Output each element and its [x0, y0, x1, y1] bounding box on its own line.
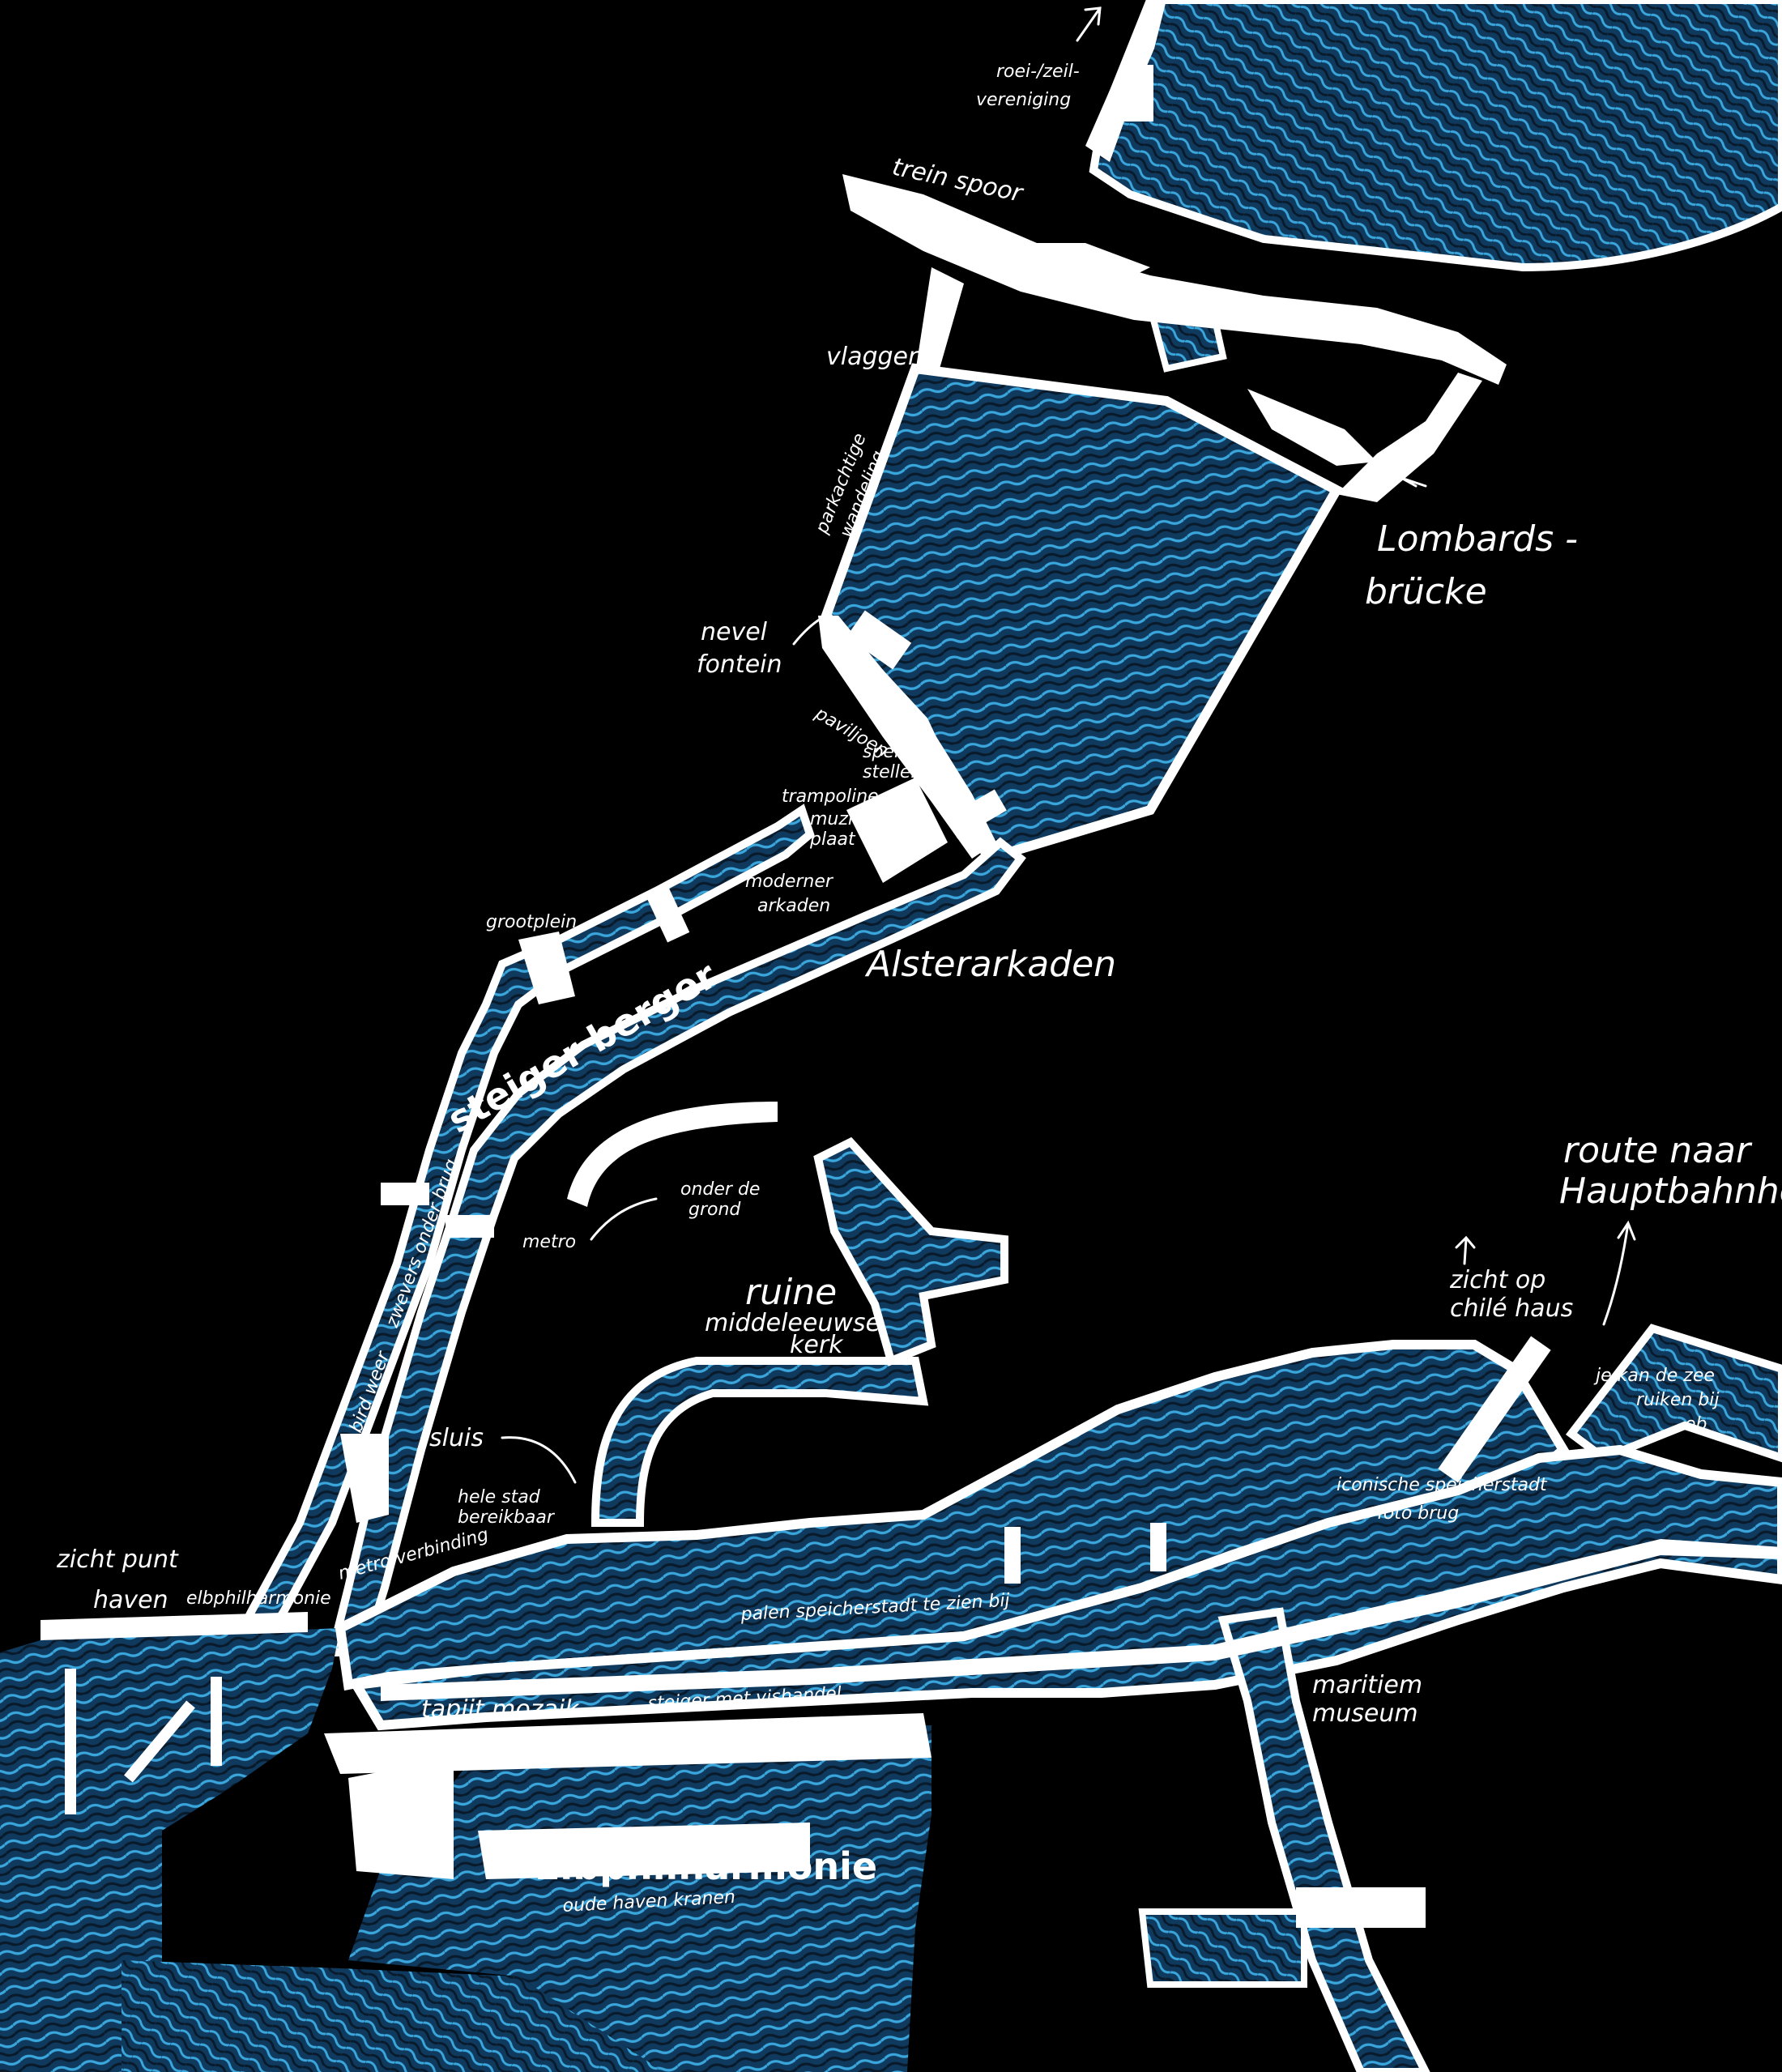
label-onder-de: onder de [680, 1179, 760, 1200]
rowing-club [1124, 65, 1153, 122]
label-ruine: ruine [745, 1272, 837, 1313]
church-canal [590, 1357, 929, 1527]
speicherstadt-canal [348, 1444, 1782, 1731]
arrow-metro-grond [590, 1197, 658, 1241]
east-shore-road [1336, 373, 1482, 502]
grootplein [518, 932, 575, 1004]
label-stellen: stellen [863, 762, 922, 782]
label-vlaggen: vlaggen [826, 343, 923, 371]
label-tapijt: tapijt mozaik [421, 1695, 580, 1724]
arrow-lombards [1399, 464, 1427, 488]
pier-3 [211, 1677, 222, 1766]
maritime-canal [1217, 1607, 1430, 2072]
label-moderner: moderner [745, 872, 834, 892]
arrow-sluis [501, 1436, 577, 1484]
bridge-a [945, 789, 1007, 839]
label-elbphil-small: elbphilharmonie [186, 1588, 331, 1609]
label-alsterarkaden: Alsterarkaden [864, 944, 1116, 985]
label-nevel: nevel [701, 618, 768, 646]
bridge-b [646, 888, 690, 943]
label-sluis: sluis [429, 1424, 484, 1452]
viewpoint-quay [40, 1612, 308, 1640]
arrow-north [1076, 6, 1102, 42]
bridge-c [381, 1183, 429, 1205]
speicherstadt-quay [381, 1539, 1782, 1701]
pavilion [846, 610, 912, 670]
label-spel: spel [863, 742, 899, 762]
label-brucke: brücke [1365, 571, 1487, 612]
bridge-island-2 [1247, 389, 1377, 466]
label-grond: grond [688, 1200, 741, 1220]
bridge-f [1004, 1527, 1021, 1584]
label-metro: metro [522, 1232, 576, 1252]
label-je-kan: je kan de zee [1593, 1366, 1715, 1386]
bridge-d [446, 1215, 494, 1238]
elbphil-pier [478, 1823, 810, 1879]
label-eb: eb [1685, 1414, 1707, 1435]
label-hele-stad: hele stad [458, 1487, 541, 1507]
label-plaat: plaat [809, 829, 856, 850]
bridge-road [915, 267, 964, 373]
alster-arcades [846, 778, 948, 883]
label-vereniging: vereniging [976, 90, 1071, 110]
label-route: route naar [1563, 1130, 1753, 1171]
bridge-e [1438, 1336, 1551, 1483]
label-middeleeuwse: middeleeuwse [705, 1309, 880, 1337]
label-haven: haven [93, 1586, 168, 1614]
elbe-lower [122, 1960, 664, 2072]
label-zichtpunt: zicht punt [56, 1545, 179, 1574]
label-elbphil: Elbphilharmonie [535, 1844, 877, 1888]
mosaic-pier [324, 1713, 932, 1774]
label-iconische: iconische speicherstadt [1336, 1475, 1548, 1495]
label-fotobrug: foto brug [1377, 1503, 1459, 1524]
label-lombards: Lombards - [1377, 518, 1578, 560]
arrow-nevel [792, 614, 828, 646]
small-basin [1138, 1908, 1307, 1988]
quays [40, 0, 1782, 1928]
label-chile: chilé haus [1450, 1294, 1573, 1323]
label-museum: museum [1312, 1699, 1418, 1728]
jungfernstieg-quay [818, 616, 996, 859]
outer-alster [1089, 0, 1782, 272]
label-grootplein: grootplein [486, 912, 577, 932]
elbphilharmonie [348, 1758, 454, 1879]
label-zicht-op: zicht op [1449, 1266, 1545, 1294]
label-muziekplaat: muziek- [810, 809, 880, 829]
elbe-river [0, 1628, 340, 2072]
label-bereikbaar: bereikbaar [458, 1507, 556, 1528]
label-maritiem: maritiem [1312, 1671, 1422, 1699]
maritime-bridge [1296, 1887, 1426, 1928]
bridge-island-1 [1004, 243, 1150, 279]
label-hauptbahnhof: Hauptbahnhof [1559, 1170, 1782, 1212]
label-fontein: fontein [697, 650, 782, 679]
metro-curve [567, 1102, 778, 1207]
harbour-basin [348, 1725, 932, 2072]
label-kerk: kerk [790, 1331, 844, 1359]
arrow-zicht-chile [1455, 1235, 1476, 1265]
north-fleet [813, 1136, 1008, 1366]
train-bridge [842, 174, 1507, 385]
arrow-route [1602, 1220, 1636, 1326]
pier-2 [124, 1700, 195, 1783]
arrows [501, 6, 1636, 1484]
label-ruiken: ruiken bij [1636, 1390, 1720, 1410]
label-roei: roei-/zeil- [996, 62, 1080, 82]
pier-1 [65, 1669, 76, 1814]
label-trampoline: trampoline + [782, 787, 899, 807]
label-arkaden: arkaden [757, 896, 830, 916]
bridge-g [1150, 1523, 1166, 1571]
lock [340, 1434, 389, 1523]
